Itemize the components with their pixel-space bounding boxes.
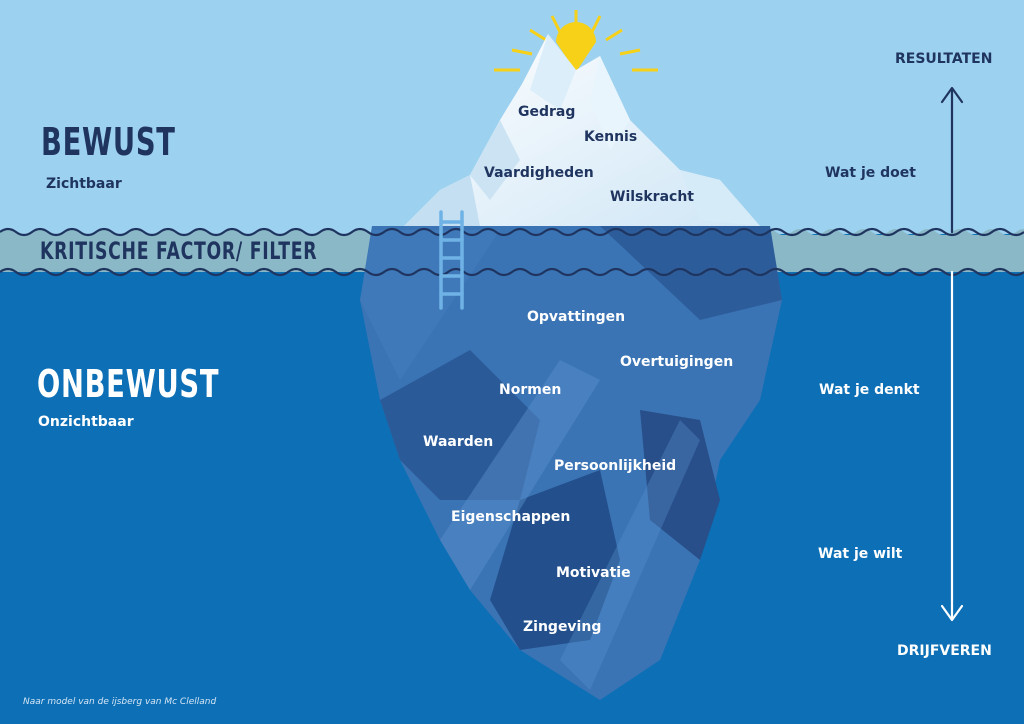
iceberg-label-kennis: Kennis xyxy=(584,129,638,145)
iceberg-label-wilskracht: Wilskracht xyxy=(610,189,694,205)
onbewust-heading: ONBEWUST xyxy=(37,362,220,406)
iceberg-tip xyxy=(404,34,760,226)
iceberg-label-eigenschappen: Eigenschappen xyxy=(451,509,571,525)
iceberg-label-opvattingen: Opvattingen xyxy=(527,309,626,325)
filter-label: KRITISCHE FACTOR/ FILTER xyxy=(40,237,318,265)
wat-je-wilt-label: Wat je wilt xyxy=(818,546,903,562)
ladder-icon xyxy=(439,210,464,310)
zichtbaar-label: Zichtbaar xyxy=(46,176,122,192)
onzichtbaar-label: Onzichtbaar xyxy=(38,414,134,430)
source-credit: Naar model van de ijsberg van Mc Clellan… xyxy=(23,697,217,707)
iceberg-label-waarden: Waarden xyxy=(423,434,494,450)
bewust-heading: BEWUST xyxy=(41,120,176,164)
wat-je-denkt-label: Wat je denkt xyxy=(819,382,920,398)
iceberg-label-motivatie: Motivatie xyxy=(556,565,631,581)
water-lines xyxy=(0,227,1024,277)
iceberg-base xyxy=(360,226,782,700)
iceberg-label-vaardigheden: Vaardigheden xyxy=(484,165,594,181)
double-arrow-icon xyxy=(940,86,964,622)
iceberg-label-persoonlijkheid: Persoonlijkheid xyxy=(554,458,677,474)
wat-je-doet-label: Wat je doet xyxy=(825,165,916,181)
iceberg-label-zingeving: Zingeving xyxy=(523,619,602,635)
iceberg-label-normen: Normen xyxy=(499,382,562,398)
sun-icon xyxy=(494,10,658,72)
filter-band xyxy=(0,229,400,272)
drijfveren-label: DRIJFVEREN xyxy=(897,643,992,659)
iceberg-label-gedrag: Gedrag xyxy=(518,104,576,120)
resultaten-label: RESULTATEN xyxy=(895,51,993,67)
iceberg-label-overtuigingen: Overtuigingen xyxy=(620,354,734,370)
